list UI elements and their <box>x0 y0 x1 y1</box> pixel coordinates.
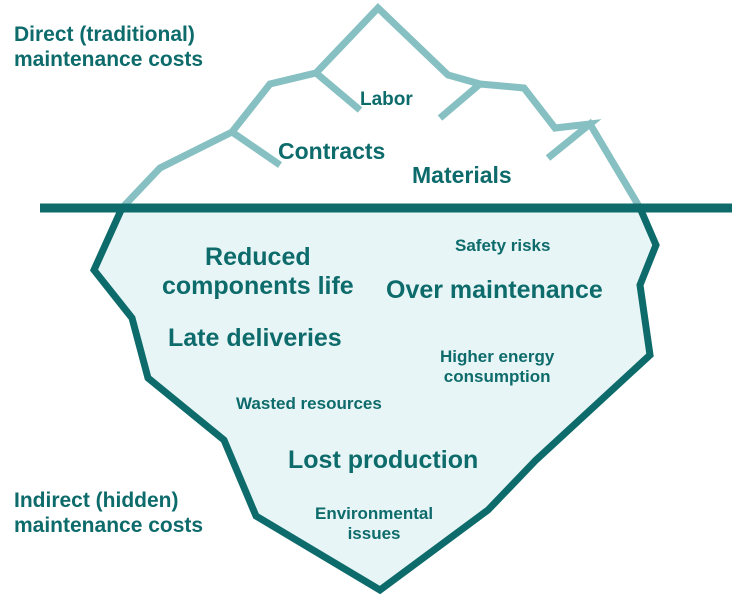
indirect-costs-line-2: maintenance costs <box>14 514 204 538</box>
indirect-costs-line-1: Indirect (hidden) <box>14 489 179 512</box>
direct-costs-label: Direct (traditional) maintenance costs <box>14 22 203 72</box>
materials-label: Materials <box>412 162 512 188</box>
environmental-issues-line-1: Environmental <box>315 504 434 523</box>
over-maintenance-label: Over maintenance <box>386 276 603 304</box>
contracts-label: Contracts <box>278 138 386 164</box>
direct-costs-line-1: Direct (traditional) <box>14 23 195 46</box>
late-deliveries-label: Late deliveries <box>168 324 342 352</box>
indirect-costs-label: Indirect (hidden) maintenance costs <box>14 488 203 538</box>
iceberg-submerged-body <box>89 204 660 595</box>
environmental-issues-label: Environmental issues <box>315 504 433 543</box>
reduced-components-life-line-1: Reduced <box>205 243 311 271</box>
higher-energy-line-1: Higher energy <box>440 347 555 366</box>
environmental-issues-line-2: issues <box>347 523 401 543</box>
lost-production-label: Lost production <box>288 446 479 474</box>
reduced-components-life-label: Reduced components life <box>162 243 354 301</box>
direct-costs-line-2: maintenance costs <box>14 48 204 72</box>
higher-energy-line-2: consumption <box>443 366 551 386</box>
wasted-resources-label: Wasted resources <box>236 394 382 413</box>
reduced-components-life-line-2: components life <box>162 271 354 300</box>
labor-label: Labor <box>360 89 413 110</box>
higher-energy-consumption-label: Higher energy consumption <box>440 347 554 386</box>
safety-risks-label: Safety risks <box>455 236 551 255</box>
iceberg-tip-outline <box>118 3 644 212</box>
